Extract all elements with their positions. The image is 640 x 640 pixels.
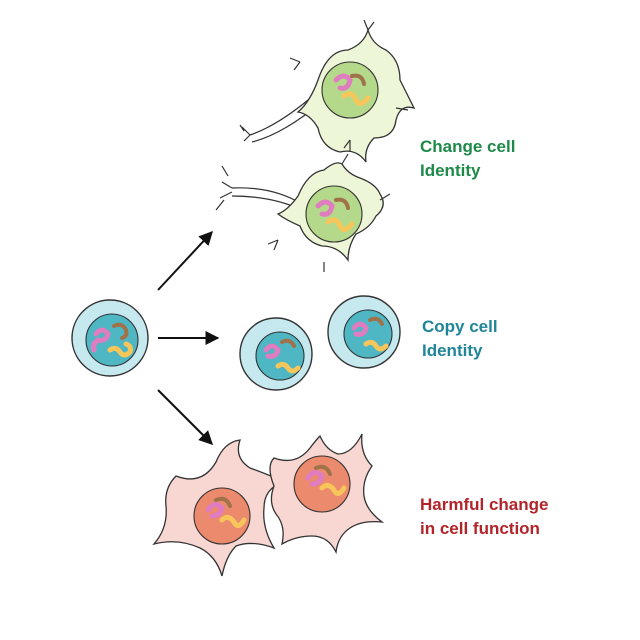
arrow-to-harmful: [157, 389, 213, 445]
neuron-cell: [239, 19, 416, 163]
neuron-cell: [215, 153, 391, 272]
change-identity-line1: Change cell: [420, 137, 515, 156]
harmful-change-line2: in cell function: [420, 519, 540, 538]
source-stem-cell: [71, 299, 149, 377]
copy-identity-line2: Identity: [422, 341, 483, 360]
harmful-change-line1: Harmful change: [420, 495, 548, 514]
change-identity-line2: Identity: [420, 161, 481, 180]
copied-stem-cell: [239, 317, 313, 391]
copy-identity-label: Copy cell Identity: [422, 317, 502, 360]
copied-stem-cell: [327, 295, 401, 369]
harmful-cell: [152, 439, 286, 577]
change-identity-label: Change cell Identity: [420, 137, 520, 180]
harmful-change-label: Harmful change in cell function: [420, 495, 553, 538]
copy-identity-line1: Copy cell: [422, 317, 498, 336]
harmful-cell: [269, 433, 385, 555]
arrow-to-neurons: [157, 230, 213, 291]
